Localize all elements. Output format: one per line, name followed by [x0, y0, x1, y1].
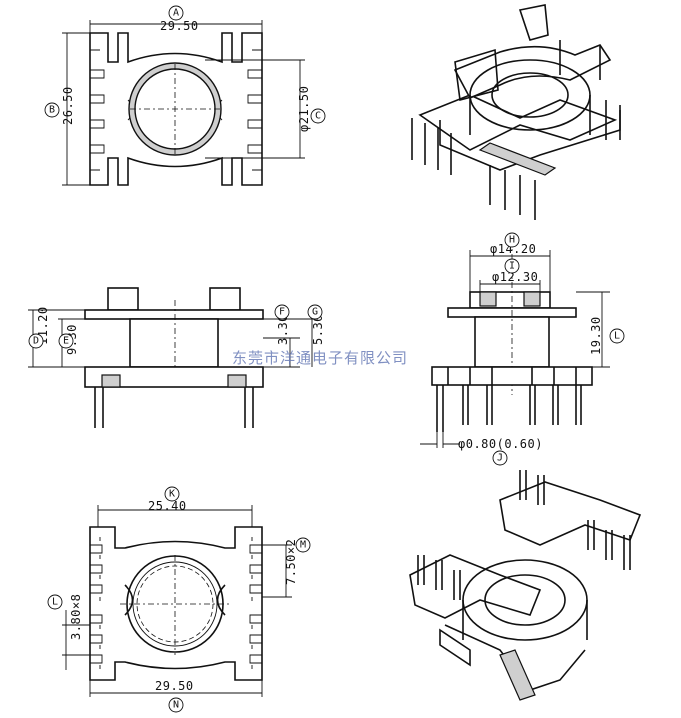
svg-text:E: E — [63, 336, 69, 347]
callout-d: D — [28, 333, 44, 349]
svg-text:A: A — [173, 8, 179, 19]
dim-l-pitch-value: 3.80×8 — [69, 594, 83, 640]
company-watermark: 东莞市洋通电子有限公司 — [232, 349, 408, 367]
side-view-left — [28, 287, 318, 428]
dim-m-value: 7.50×2 — [284, 539, 298, 585]
dim-i-value: φ12.30 — [492, 270, 538, 284]
svg-text:B: B — [49, 105, 55, 116]
callout-m: M — [295, 537, 311, 553]
svg-text:M: M — [300, 540, 306, 551]
svg-text:G: G — [312, 307, 318, 318]
dim-n-value: 29.50 — [155, 679, 194, 693]
callout-j: J — [492, 450, 508, 466]
svg-text:D: D — [33, 336, 39, 347]
dim-g-value: 5.30 — [311, 314, 325, 345]
callout-b: B — [44, 102, 60, 118]
svg-text:H: H — [509, 235, 515, 246]
svg-text:N: N — [173, 700, 179, 711]
svg-text:F: F — [279, 307, 285, 318]
dim-c-value: φ21.50 — [297, 86, 311, 132]
dim-j-value: φ0.80(0.60) — [458, 437, 543, 451]
dim-f-value: 3.30 — [276, 314, 290, 345]
callout-l-pitch: L — [47, 594, 63, 610]
callout-f: F — [274, 304, 290, 320]
svg-text:K: K — [169, 489, 175, 500]
svg-text:C: C — [315, 111, 321, 122]
dim-k-value: 25.40 — [148, 499, 187, 513]
callout-l: L — [609, 328, 625, 344]
dim-a-value: 29.50 — [160, 19, 199, 33]
callout-c: C — [310, 108, 326, 124]
svg-text:J: J — [497, 453, 503, 464]
svg-text:L: L — [52, 597, 58, 608]
callout-h: H — [504, 232, 520, 248]
callout-g: G — [307, 304, 323, 320]
isometric-view-bottom — [409, 470, 642, 701]
callout-a: A — [168, 5, 184, 21]
top-view — [62, 20, 305, 186]
isometric-view-top — [411, 4, 621, 220]
callout-k: K — [164, 486, 180, 502]
dim-h-value: φ14.20 — [490, 242, 536, 256]
callout-n: N — [168, 697, 184, 713]
svg-text:L: L — [614, 331, 620, 342]
dim-b-value: 26.50 — [61, 86, 75, 125]
dim-l-value: 19.30 — [589, 316, 603, 355]
callout-i: I — [504, 258, 520, 274]
bottom-view — [62, 505, 292, 697]
callout-e: E — [58, 333, 74, 349]
front-view-right — [420, 240, 610, 448]
svg-text:I: I — [509, 261, 515, 272]
